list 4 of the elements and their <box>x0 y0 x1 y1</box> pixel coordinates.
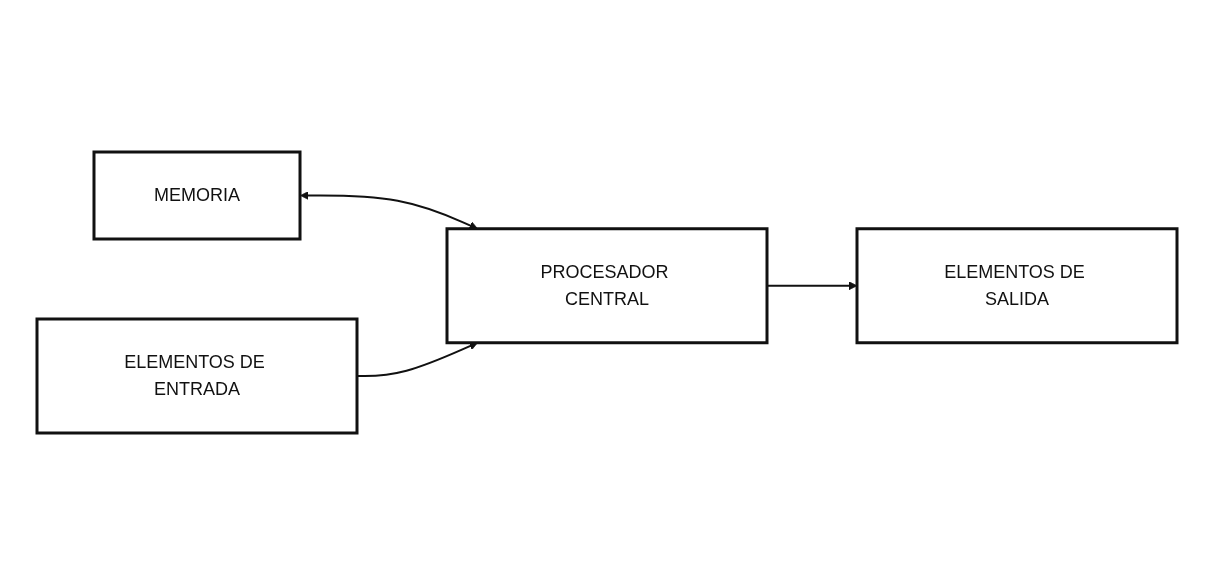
node-box: ELEMENTOS DE SALIDA <box>855 226 1179 344</box>
node-box: PROCESADOR CENTRAL <box>445 226 769 344</box>
node-box: MEMORIA <box>92 150 302 240</box>
node-box: ELEMENTOS DE ENTRADA <box>35 317 359 434</box>
